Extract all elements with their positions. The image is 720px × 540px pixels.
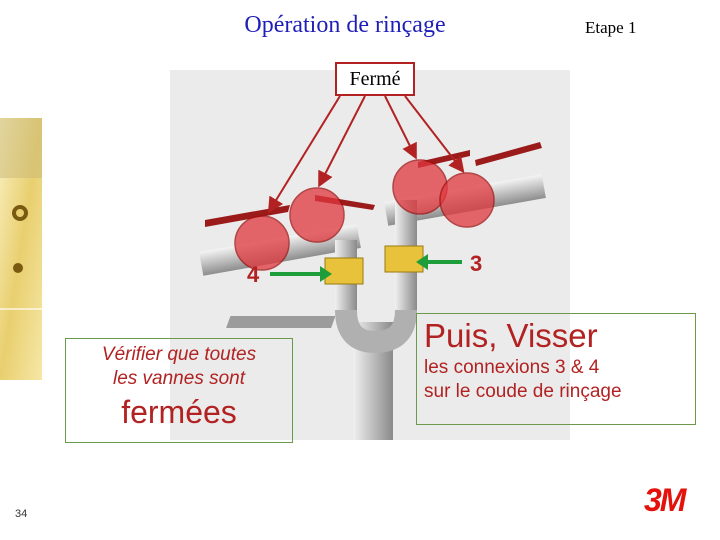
connection-marker-3: 3 (470, 251, 483, 276)
instruction-heading: Puis, Visser (424, 317, 598, 354)
screw-connections-instruction: Puis, Visser les connexions 3 & 4 sur le… (416, 313, 696, 425)
instruction-emphasis: fermées (121, 394, 237, 430)
instruction-detail-1: les connexions 3 & 4 (424, 357, 600, 378)
valve-assembly-illustration (170, 70, 570, 440)
page-title: Opération de rinçage (244, 12, 446, 38)
check-valves-instruction: Vérifier que toutes les vannes sont ferm… (65, 338, 293, 443)
instruction-line-1: Vérifier que toutes (101, 344, 257, 365)
instruction-detail-2: sur le coude de rinçage (424, 381, 622, 402)
instruction-line-2: les vannes sont (112, 368, 246, 389)
brand-logo: 3M (644, 482, 686, 518)
page-number: 34 (15, 508, 28, 520)
connection-marker-4: 4 (247, 262, 260, 287)
decorative-side-image (0, 118, 42, 380)
step-label: Etape 1 (585, 18, 637, 37)
closed-callout: Fermé (335, 62, 415, 96)
